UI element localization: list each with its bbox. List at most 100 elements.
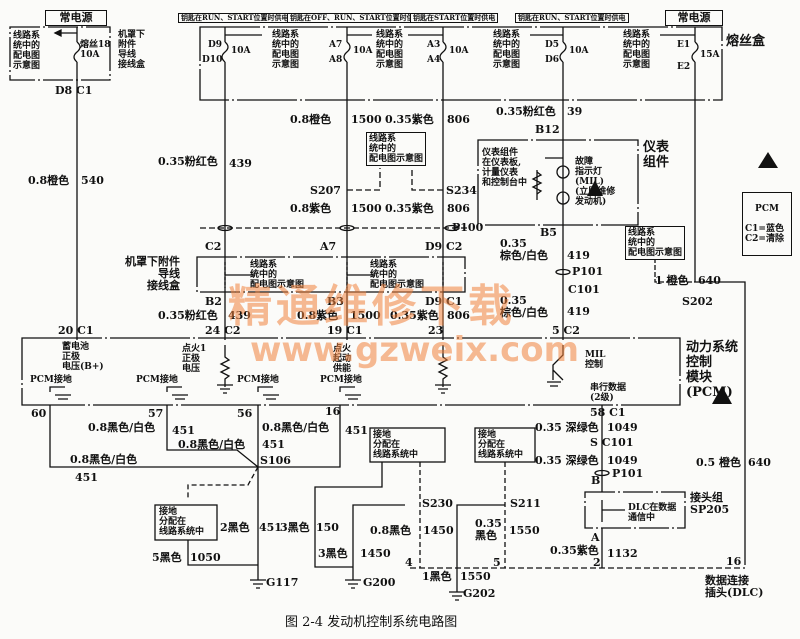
fuse-rating: 15A: [700, 50, 720, 60]
wire-color: 5黑色: [152, 551, 182, 564]
circuit-number: 439: [229, 157, 252, 170]
wire-color: 1 橙色: [655, 274, 689, 287]
pin-label: E2: [677, 62, 691, 72]
circuit-number: 1450: [360, 547, 391, 560]
circuit-number: 1550: [509, 524, 540, 537]
connector-label: P101: [612, 467, 644, 480]
pcm-connector-legend: PCM C1=蓝色 C2=清除: [742, 192, 792, 256]
fuse-rating: 10A: [569, 46, 589, 56]
reference-note: 线路系 统中的 配电图 示意图: [13, 31, 41, 71]
underhood-box-label: 机罩下 附件 导线 接线盒: [118, 30, 146, 70]
splice-label: S211: [510, 497, 541, 510]
circuit-number: 806: [447, 309, 470, 322]
connector-label: 23: [428, 324, 444, 337]
instrument-cluster-label: 仪表 组件: [643, 140, 670, 170]
wire-color: 0.8黑色/白色: [262, 421, 330, 434]
reference-note: 线路系 统中的 配电图 示意图: [272, 30, 300, 70]
pin-label: E1: [677, 40, 691, 50]
connector-label: B2: [205, 295, 222, 308]
connector-label: D9 C2: [425, 240, 463, 253]
wire-color: 0.5 橙色: [696, 456, 741, 469]
constant-power-label: 常电源: [45, 10, 107, 26]
wire-color: 3黑色: [280, 521, 310, 534]
splice-label: S234: [446, 184, 477, 197]
circuit-number: 1450: [423, 524, 454, 537]
wire-color: 0.35 黑色: [475, 517, 502, 542]
circuit-number: 1500: [351, 202, 382, 215]
wire-color: 1黑色: [422, 570, 452, 583]
circuit-number: 1500: [351, 113, 382, 126]
wire-color: 0.35粉红色: [158, 155, 218, 168]
wire-color: 3黑色: [318, 547, 348, 560]
esd-icon: [712, 386, 732, 404]
pcm-ground-label: PCM接地: [30, 375, 72, 385]
circuit-number: 451: [262, 438, 285, 451]
pcm-input-label: 点火 起动 供能: [333, 344, 352, 374]
reference-note: 线路系 统中的 配电图示意图: [250, 260, 305, 290]
pin-label: 4: [405, 556, 413, 569]
circuit-number: 419: [567, 249, 590, 262]
connector-label: B3: [327, 295, 344, 308]
p101-connector: [555, 268, 571, 276]
splice-label: S207: [310, 184, 341, 197]
connector-label: D8 C1: [55, 84, 93, 97]
circuit-number: 640: [748, 456, 771, 469]
ground-distribution-note: 接地 分配在 线路系统中: [478, 430, 524, 460]
circuit-number: 1049: [607, 421, 638, 434]
circuit-number: 1500: [350, 309, 381, 322]
circuit-number: 1132: [607, 547, 638, 560]
figure-caption: 图 2-4 发动机控制系统电路图: [285, 615, 458, 630]
circuit-number: 150: [316, 521, 339, 534]
splice-pack-note: DLC在数据 通信中: [628, 503, 677, 523]
pin-label: A: [591, 531, 600, 544]
splice-label: S202: [682, 295, 713, 308]
mil-lamp-label: 故障 指示灯 (MIL) (立即维修 发动机): [575, 157, 616, 207]
ignition-header: 钥匙在RUN、START位置时供电: [178, 13, 292, 23]
wire-color: 0.35粉红色: [158, 309, 218, 322]
pin-label: A8: [329, 55, 343, 65]
wire-color: 0.8黑色/白色: [88, 421, 156, 434]
wire-color: 0.8橙色: [28, 174, 70, 187]
legend-title: PCM: [755, 204, 779, 214]
connector-label: C2: [205, 240, 222, 253]
connector-label: P100: [452, 221, 484, 234]
fuse-rating: 10A: [449, 46, 469, 56]
connector-label: D9 C1: [425, 295, 463, 308]
circuit-number: 451: [345, 424, 368, 437]
pin-label: D6: [545, 55, 560, 65]
connector-label: 20 C1: [58, 324, 94, 337]
wire-color: 0.35紫色: [385, 202, 434, 215]
fuse-rating: 10A: [353, 46, 373, 56]
connector-label: C101: [568, 283, 600, 296]
circuit-number: 1550: [460, 570, 491, 583]
wire-color: 0.8橙色: [290, 113, 332, 126]
pin-label: 16: [325, 405, 341, 418]
junction-box-label: 机罩下附件 导线 接线盒: [125, 255, 180, 292]
fuse-box-label: 熔丝盒: [726, 34, 766, 49]
legend-text: C1=蓝色 C2=清除: [745, 224, 784, 244]
wire-color: 0.35粉红色: [496, 105, 556, 118]
wire-color: 0.8紫色: [297, 309, 339, 322]
pcm-ground-symbols: [49, 386, 361, 400]
wire-color: 0.35紫色: [390, 309, 439, 322]
pin-label: B12: [535, 123, 560, 136]
pin-label: D5: [545, 40, 560, 50]
circuit-number: 1049: [607, 454, 638, 467]
esd-icon: [587, 180, 603, 196]
pin-label: B: [591, 474, 601, 487]
pcm-label: 动力系统 控制 模块 (PCM): [686, 340, 739, 400]
wire-color: 0.8黑色/白色: [70, 453, 138, 466]
wire-color: 0.35 深绿色: [535, 421, 599, 434]
ground-distribution-note: 接地 分配在 线路系统中: [373, 430, 419, 460]
splice-pack-label: 接头组 SP205: [690, 491, 730, 516]
wire-color: 0.35 深绿色: [535, 454, 599, 467]
reference-note: 线路系 统中的 配电图示意图: [366, 132, 427, 166]
pin-label: 57: [148, 407, 164, 420]
connector-label: A7: [320, 240, 337, 253]
pin-label: 2: [593, 556, 601, 569]
ground-point-label: G202: [463, 587, 496, 600]
fuse-rating: 10A: [231, 46, 251, 56]
connector-label: 5 C2: [552, 324, 580, 337]
